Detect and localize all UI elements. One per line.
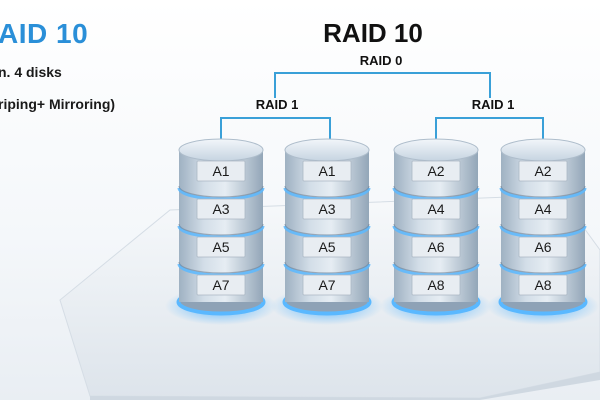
data-block-box [302,198,352,220]
data-block-box [302,236,352,258]
data-block: A4 [518,198,568,220]
disk-seam-shadow [500,261,586,274]
data-block-label: A6 [534,239,551,255]
data-block: A5 [196,236,246,258]
disk-seam-shadow [178,223,264,236]
data-block-label: A7 [318,277,335,293]
raid1-left-label: RAID 1 [255,97,299,112]
raid0-label: RAID 0 [359,53,403,68]
data-block-label: A1 [212,163,229,179]
data-block-box [196,198,246,220]
data-block-label: A3 [318,201,335,217]
disk-seam-shadow [284,261,370,274]
data-block: A1 [302,160,352,182]
data-block-label: A8 [534,277,551,293]
data-block-box [302,160,352,182]
data-block-label: A5 [212,239,229,255]
side-min-disks-text: n. 4 disks [0,64,62,80]
data-block-box [411,160,461,182]
connector-lines [220,72,544,140]
data-block-box [518,160,568,182]
data-block: A5 [302,236,352,258]
raid1-right-connector [435,117,544,140]
data-block-box [196,274,246,296]
disk-top-cap [500,138,586,162]
data-block-box [518,274,568,296]
data-block: A2 [518,160,568,182]
platform-edge [90,372,600,400]
data-block: A1 [196,160,246,182]
disk-seam-shadow [393,223,479,236]
side-title: AID 10 [0,18,89,49]
data-block-box [411,236,461,258]
data-block-label: A1 [318,163,335,179]
data-block-box [196,160,246,182]
data-block: A2 [411,160,461,182]
disk-seam-shadow [393,185,479,198]
disk-seam-shadow [284,223,370,236]
data-block-label: A8 [427,277,444,293]
data-block: A8 [518,274,568,296]
disk-top-cap [393,138,479,162]
raid0-connector [274,72,491,98]
data-block-label: A6 [427,239,444,255]
data-block: A3 [196,198,246,220]
disk-base-glow [283,301,371,315]
disk-base-glow [392,301,480,315]
disk-top-cap [178,138,264,162]
data-block: A6 [518,236,568,258]
disk-top-cap [284,138,370,162]
data-block-label: A5 [318,239,335,255]
side-striping-text: riping+ Mirroring) [0,96,116,112]
disk-seam-shadow [500,223,586,236]
data-block-label: A2 [534,163,551,179]
data-block: A4 [411,198,461,220]
disk-base-glow [177,301,265,315]
data-block: A7 [196,274,246,296]
data-block-label: A4 [534,201,551,217]
diagram-title: RAID 10 [323,18,423,48]
data-block: A8 [411,274,461,296]
data-block-box [518,236,568,258]
data-block: A3 [302,198,352,220]
disk-seam-shadow [178,185,264,198]
data-block-label: A3 [212,201,229,217]
raid1-left-connector [220,117,331,140]
data-block-box [411,274,461,296]
data-block-box [302,274,352,296]
disk-seam-shadow [393,261,479,274]
disk-seam-shadow [284,185,370,198]
data-block-label: A2 [427,163,444,179]
disk-seam-shadow [178,261,264,274]
raid1-right-label: RAID 1 [471,97,515,112]
data-block: A7 [302,274,352,296]
data-block-box [518,198,568,220]
disk-base-glow [499,301,587,315]
data-block-box [411,198,461,220]
disk-seam-shadow [500,185,586,198]
data-block: A6 [411,236,461,258]
data-block-box [196,236,246,258]
data-block-label: A7 [212,277,229,293]
data-block-label: A4 [427,201,444,217]
